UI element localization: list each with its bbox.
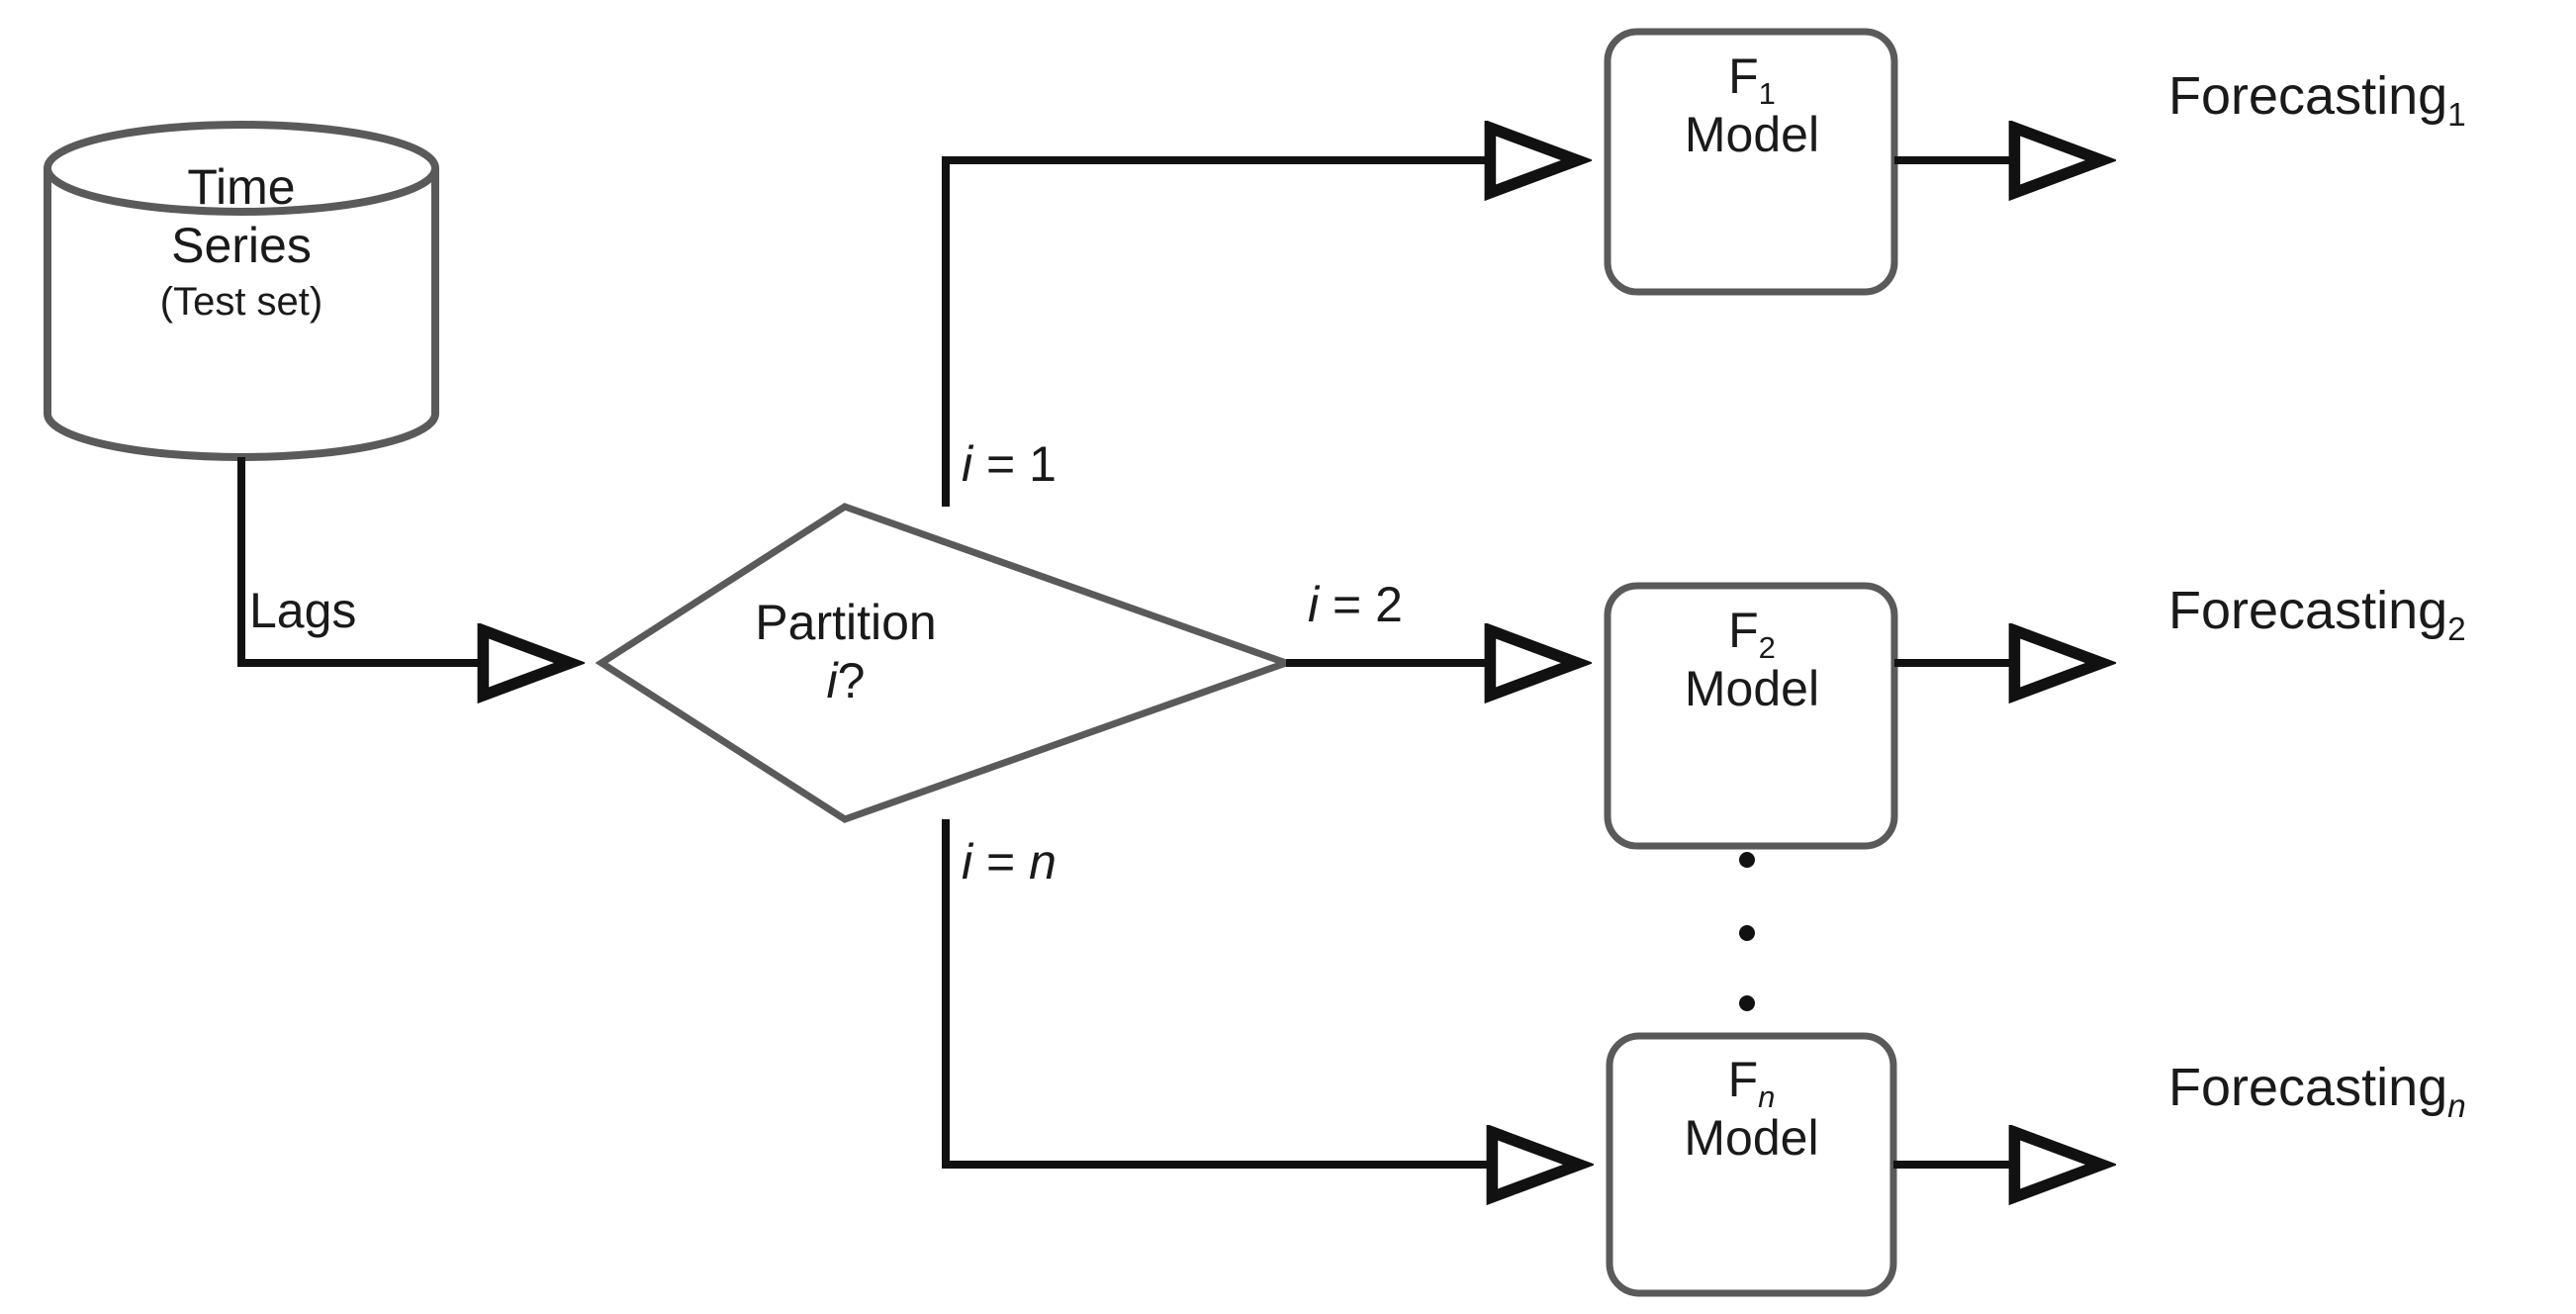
f1-model-line-1: F1 (1608, 47, 1896, 109)
forecasting-2-text: Forecasting (2168, 581, 2448, 640)
decision-question-mark: ? (837, 653, 866, 708)
forecasting-n-subscript: n (2447, 1087, 2466, 1125)
f1-prefix: F (1728, 48, 1759, 104)
edge-datastore-to-decision (237, 457, 572, 663)
f1-model-label: F1 Model (1608, 47, 1896, 164)
fn-model-label: Fn Model (1610, 1051, 1893, 1168)
fn-model-line-1: Fn (1610, 1051, 1893, 1112)
edge-label-branch-n: i = n (962, 833, 1057, 891)
decision-line-2: i? (653, 652, 1039, 710)
f2-model-line-1: F2 (1608, 602, 1896, 663)
datastore-line-2: Series (171, 218, 312, 273)
branch-n-var: i (962, 834, 973, 890)
forecasting-2-subscript: 2 (2447, 610, 2466, 648)
branch-2-var: i (1308, 577, 1320, 632)
partition-decision-shape (595, 503, 1297, 823)
decision-line-1: Partition (755, 595, 937, 650)
fn-model-line-2: Model (1684, 1110, 1819, 1166)
time-series-datastore-shape (44, 121, 439, 461)
edge-decision-to-fn (942, 819, 1581, 1165)
fn-subscript: n (1758, 1079, 1776, 1114)
forecasting-n-label: Forecastingn (2168, 1057, 2466, 1123)
f2-subscript: 2 (1758, 630, 1776, 665)
branch-1-var: i (962, 436, 973, 492)
f2-model-shape (1604, 582, 1898, 850)
f1-model-line-2: Model (1684, 107, 1820, 162)
f2-prefix: F (1728, 603, 1759, 658)
f2-model-line-2: Model (1684, 661, 1820, 716)
branch-1-eq: = 1 (972, 436, 1057, 492)
forecasting-n-text: Forecasting (2168, 1058, 2448, 1117)
edge-label-branch-2: i = 2 (1308, 576, 1403, 633)
forecasting-1-text: Forecasting (2168, 66, 2448, 126)
f1-subscript: 1 (1758, 76, 1776, 111)
vertical-ellipsis-icon (1739, 852, 1755, 1011)
branch-n-value: n (1029, 834, 1057, 890)
branch-n-eq: = (972, 834, 1030, 890)
edge-label-lags: Lags (249, 583, 357, 638)
forecasting-1-subscript: 1 (2447, 96, 2466, 134)
datastore-line-3: (Test set) (159, 280, 323, 324)
fn-prefix: F (1727, 1052, 1759, 1107)
datastore-line-1: Time (187, 159, 296, 215)
decision-var: i (826, 653, 838, 708)
branch-2-eq: = 2 (1319, 577, 1403, 632)
forecasting-1-label: Forecasting1 (2168, 65, 2466, 132)
edge-decision-to-f1 (942, 160, 1579, 507)
edge-label-branch-1: i = 1 (962, 435, 1057, 493)
f2-model-label: F2 Model (1608, 602, 1896, 718)
forecasting-2-label: Forecasting2 (2168, 580, 2466, 646)
decision-label: Partition i? (653, 594, 1039, 710)
datastore-label: Time Series (Test set) (47, 158, 435, 326)
